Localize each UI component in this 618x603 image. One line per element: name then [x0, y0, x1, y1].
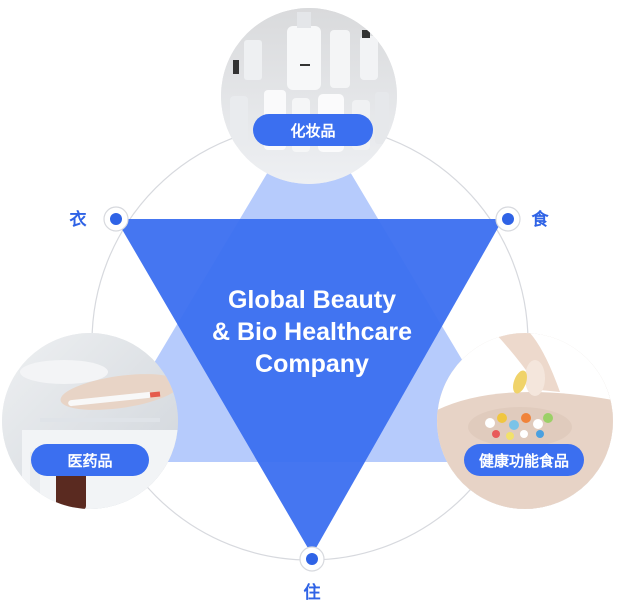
health-food-label: 健康功能食品	[479, 452, 569, 470]
node-food-dot	[495, 206, 521, 232]
health-food-photo	[437, 333, 613, 509]
center-title-line-2: & Bio Healthcare	[212, 318, 412, 346]
node-housing-label: 住	[304, 582, 321, 603]
pharma-pill[interactable]: 医药品	[31, 444, 149, 476]
cosmetics-pill[interactable]: 化妆品	[253, 114, 373, 146]
center-title-line-1: Global Beauty	[228, 286, 396, 314]
pharma-label: 医药品	[67, 452, 112, 470]
node-clothing-label: 衣	[70, 209, 87, 230]
cosmetics-label: 化妆品	[290, 122, 335, 140]
triangle-main	[116, 219, 503, 555]
cosmetics-photo	[221, 8, 397, 184]
health-food-pill[interactable]: 健康功能食品	[464, 444, 584, 476]
center-title-line-3: Company	[255, 350, 369, 378]
pharma-photo	[2, 333, 178, 509]
node-housing-dot	[299, 546, 325, 572]
node-clothing-dot	[103, 206, 129, 232]
node-food-label: 食	[532, 209, 550, 230]
